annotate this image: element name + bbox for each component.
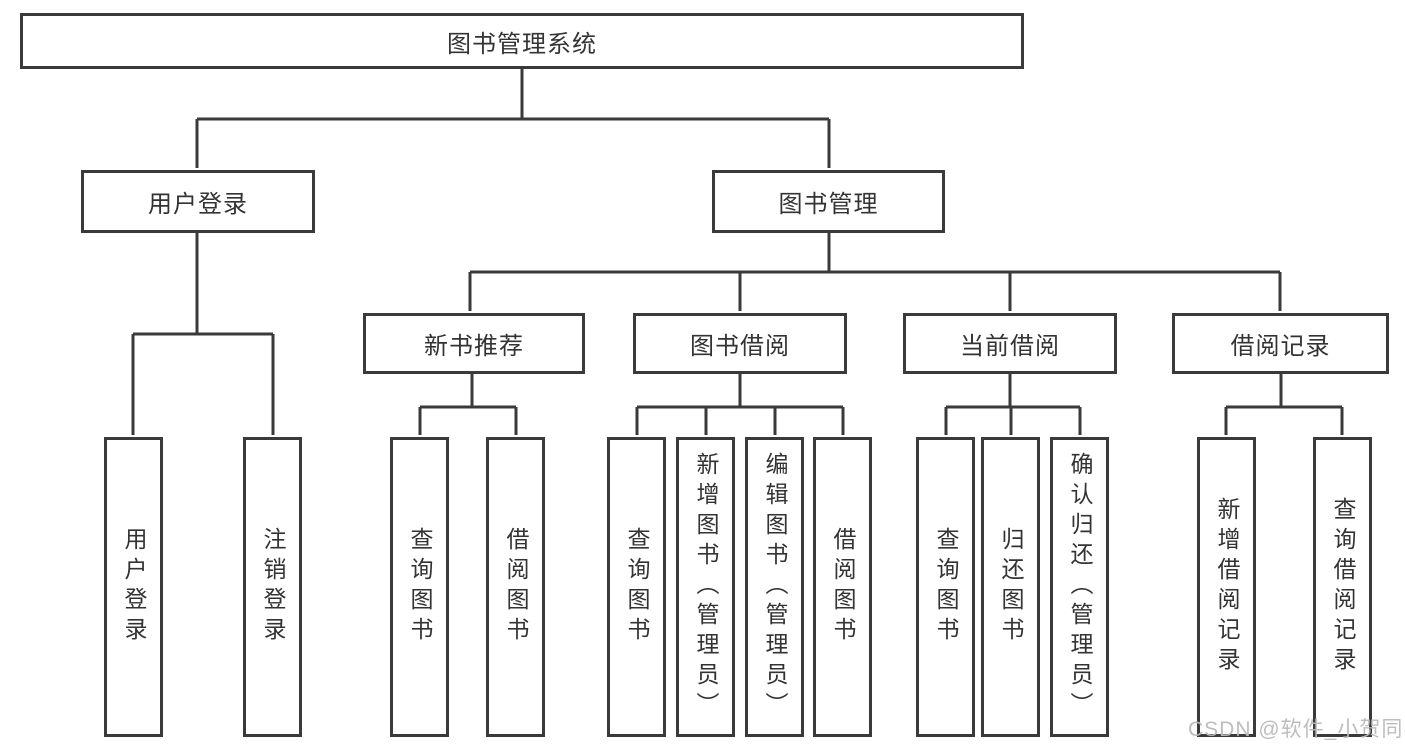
leaf-borrow-books-recommend-label: 借阅图书: [503, 527, 529, 647]
leaf-add-book-admin-label: 新增图书（管理员）: [693, 452, 719, 722]
leaf-add-borrow-record: 新增借阅记录: [1197, 437, 1256, 737]
connector-book-management: [468, 233, 1282, 311]
connector-current-borrow: [944, 374, 1082, 435]
leaf-query-books-recommend: 查询图书: [390, 437, 449, 737]
leaf-user-login-label: 用户登录: [121, 527, 147, 647]
leaf-query-books-current: 查询图书: [916, 437, 975, 737]
node-new-book-recommend: 新书推荐: [363, 313, 585, 374]
leaf-user-login: 用户登录: [104, 437, 163, 737]
leaf-add-borrow-record-label: 新增借阅记录: [1214, 497, 1240, 677]
leaf-borrow-books-label: 借阅图书: [830, 527, 856, 647]
connector-new-book-recommend: [418, 374, 518, 435]
node-borrow-records-label: 借阅记录: [1230, 333, 1331, 360]
leaf-query-books-borrow-label: 查询图书: [624, 527, 650, 647]
connector-root: [195, 69, 831, 168]
leaf-edit-book-admin: 编辑图书（管理员）: [745, 437, 804, 737]
leaf-query-books-current-label: 查询图书: [933, 527, 959, 647]
node-new-book-recommend-label: 新书推荐: [424, 333, 524, 360]
leaf-borrow-books: 借阅图书: [813, 437, 872, 737]
node-current-borrow-label: 当前借阅: [960, 333, 1060, 360]
leaf-query-borrow-record: 查询借阅记录: [1313, 437, 1372, 737]
node-book-management: 图书管理: [712, 170, 945, 233]
leaf-edit-book-admin-label: 编辑图书（管理员）: [762, 452, 788, 722]
leaf-add-book-admin: 新增图书（管理员）: [676, 437, 735, 737]
connector-borrow-records: [1224, 374, 1344, 435]
leaf-confirm-return-admin-label: 确认归还（管理员）: [1067, 452, 1093, 722]
node-book-borrow: 图书借阅: [633, 313, 847, 374]
leaf-query-books-borrow: 查询图书: [607, 437, 666, 737]
node-book-management-label: 图书管理: [778, 191, 879, 218]
connector-user-login: [131, 233, 275, 435]
node-borrow-records: 借阅记录: [1172, 313, 1389, 374]
node-book-borrow-label: 图书借阅: [690, 333, 790, 360]
leaf-borrow-books-recommend: 借阅图书: [486, 437, 545, 737]
leaf-logout-label: 注销登录: [260, 527, 286, 647]
leaf-return-books-label: 归还图书: [998, 527, 1024, 647]
node-user-login-label: 用户登录: [148, 191, 248, 218]
node-user-login: 用户登录: [81, 170, 315, 233]
node-root: 图书管理系统: [20, 13, 1024, 69]
leaf-query-borrow-record-label: 查询借阅记录: [1330, 497, 1356, 677]
connector-book-borrow: [635, 374, 845, 435]
leaf-confirm-return-admin: 确认归还（管理员）: [1050, 437, 1109, 737]
leaf-query-books-recommend-label: 查询图书: [407, 527, 433, 647]
node-current-borrow: 当前借阅: [903, 313, 1117, 374]
leaf-return-books: 归还图书: [981, 437, 1040, 737]
leaf-logout: 注销登录: [243, 437, 302, 737]
node-root-label: 图书管理系统: [447, 30, 597, 58]
csdn-watermark: CSDN @软件_小贺同学: [1188, 718, 1405, 741]
